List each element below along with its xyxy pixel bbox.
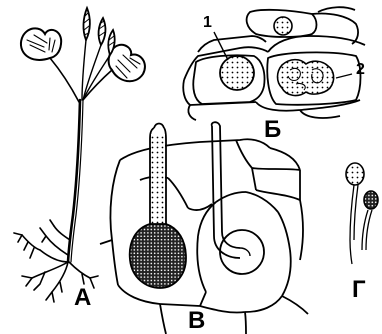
germinating-spore-drawing bbox=[100, 122, 308, 334]
plant-drawing bbox=[14, 8, 145, 302]
marker-1: 1 bbox=[203, 15, 212, 31]
panel-label-v: В bbox=[188, 309, 205, 333]
panel-label-g: Г bbox=[352, 278, 366, 302]
panel-label-a: А bbox=[74, 286, 91, 310]
small-spores-drawing bbox=[346, 163, 378, 264]
panel-label-b: Б bbox=[264, 118, 281, 142]
marker-2: 2 bbox=[356, 62, 365, 78]
